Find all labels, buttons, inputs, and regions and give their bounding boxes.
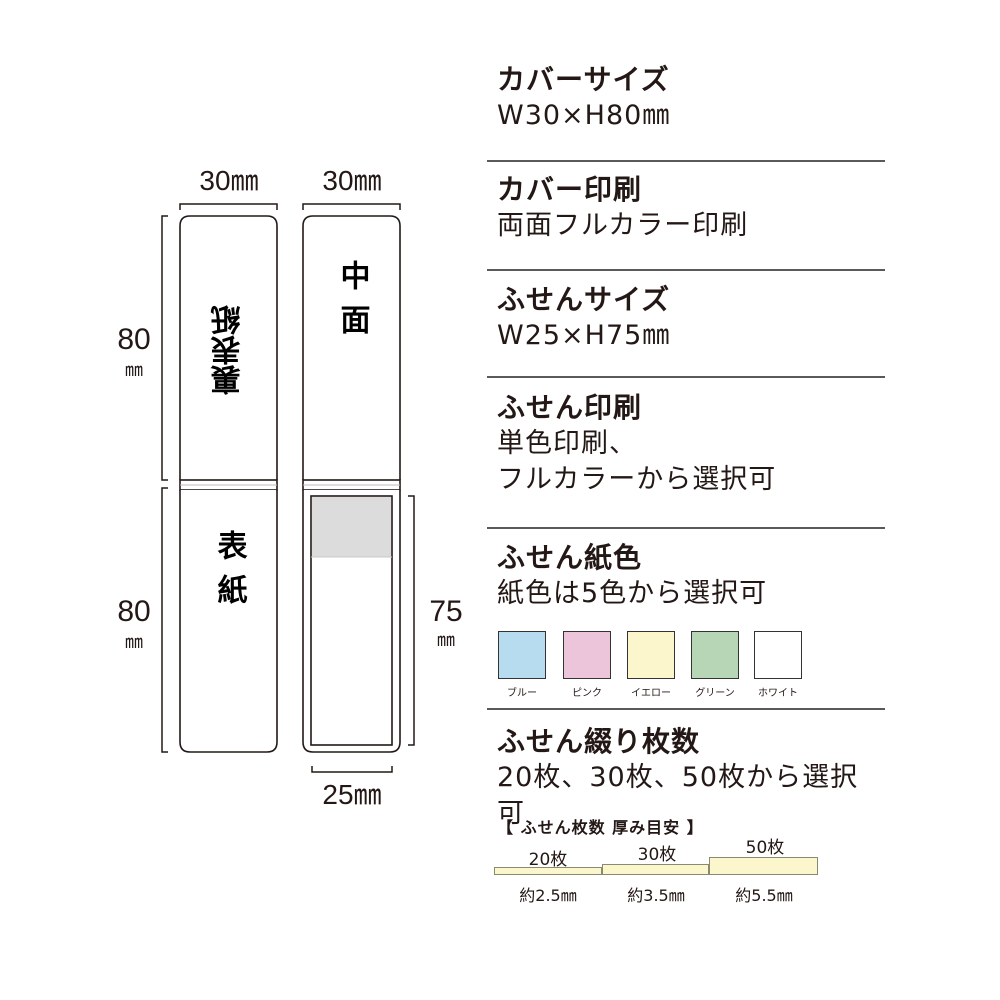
sticky-height-bracket	[408, 495, 415, 746]
swatch-pink	[563, 631, 611, 679]
sticky-height-unit: ㎜	[437, 630, 455, 650]
spec-sticky-print: ふせん印刷 単色印刷、 フルカラーから選択可	[497, 390, 885, 498]
spec-heading: ふせん綴り枚数	[497, 725, 701, 758]
height-bottom-number: 80	[117, 595, 150, 628]
stack-count-label: 20枚	[528, 850, 568, 870]
stack-thickness-label: 約5.5㎜	[735, 886, 793, 905]
spec-value: W30×H80㎜	[497, 100, 671, 131]
swatch-label: ピンク	[572, 688, 602, 699]
spec-sticky-size: ふせんサイズ W25×H75㎜	[497, 282, 885, 354]
stack-thickness-label: 約3.5㎜	[627, 886, 685, 905]
thickness-guide-title: 【 ふせん枚数 厚み目安 】	[497, 818, 704, 837]
stack-count-label: 50枚	[745, 838, 785, 858]
spec-sheet-count: ふせん綴り枚数 20枚、30枚、50枚から選択可	[497, 724, 885, 832]
swatch-green	[691, 631, 739, 679]
divider	[487, 527, 885, 529]
cover-width-left-label: 30㎜	[199, 165, 258, 196]
front-cover-label: 表紙	[212, 530, 248, 618]
height-top-number: 80	[117, 323, 150, 356]
height-top-unit: ㎜	[125, 360, 143, 380]
cover-width-bracket-right	[302, 203, 401, 210]
divider	[487, 269, 885, 271]
swatch-label: ホワイト	[758, 688, 798, 699]
height-bottom-unit: ㎜	[125, 632, 143, 652]
spec-value: W25×H75㎜	[497, 320, 671, 351]
stack-count-label: 30枚	[637, 845, 677, 865]
spec-cover-print: カバー印刷 両面フルカラー印刷	[497, 172, 885, 244]
sticky-height-number: 75	[429, 595, 462, 628]
sticky-width-label: 25㎜	[322, 779, 381, 810]
spec-heading: ふせん印刷	[497, 391, 643, 424]
divider	[487, 708, 885, 710]
back-cover-label: 裏表紙	[211, 304, 247, 396]
cover-outside	[179, 215, 278, 753]
spec-value: 20枚、30枚、50枚から選択可	[497, 762, 859, 829]
stack-50-sheets	[709, 857, 818, 875]
swatch-label: ブルー	[507, 688, 537, 699]
spec-value: 両面フルカラー印刷	[497, 210, 749, 241]
swatch-yellow	[627, 631, 675, 679]
stack-30-sheets	[602, 864, 709, 875]
cover-width-right-label: 30㎜	[322, 165, 381, 196]
spec-value: 紙色は5色から選択可	[497, 578, 768, 609]
stack-20-sheets	[494, 867, 602, 875]
spec-heading: カバーサイズ	[497, 63, 670, 96]
sticky-width-bracket	[311, 766, 393, 773]
spec-cover-size: カバーサイズ W30×H80㎜	[497, 62, 885, 134]
swatch-label: イエロー	[631, 688, 671, 699]
spec-heading: ふせん紙色	[497, 541, 643, 574]
divider	[487, 160, 885, 162]
swatch-label: グリーン	[695, 688, 735, 699]
stack-thickness-label: 約2.5㎜	[519, 886, 577, 905]
spec-paper-color: ふせん紙色 紙色は5色から選択可	[497, 540, 885, 612]
height-bracket-bottom	[161, 487, 168, 753]
height-bracket-top	[161, 215, 168, 481]
sticky-adhesive-area	[312, 497, 391, 557]
spec-value: フルカラーから選択可	[497, 464, 777, 495]
inside-label: 中面	[335, 260, 370, 348]
spec-heading: ふせんサイズ	[497, 283, 671, 316]
product-diagram: 30㎜ 30㎜ 80 ㎜ 80 ㎜ 75 ㎜ 25㎜ 裏表紙 表紙 中面	[117, 165, 462, 810]
spec-heading: カバー印刷	[497, 173, 643, 206]
swatch-white	[754, 631, 802, 679]
divider	[487, 376, 885, 378]
swatch-blue	[498, 631, 546, 679]
spec-value: 単色印刷、	[497, 428, 637, 459]
cover-width-bracket-left	[179, 203, 278, 210]
